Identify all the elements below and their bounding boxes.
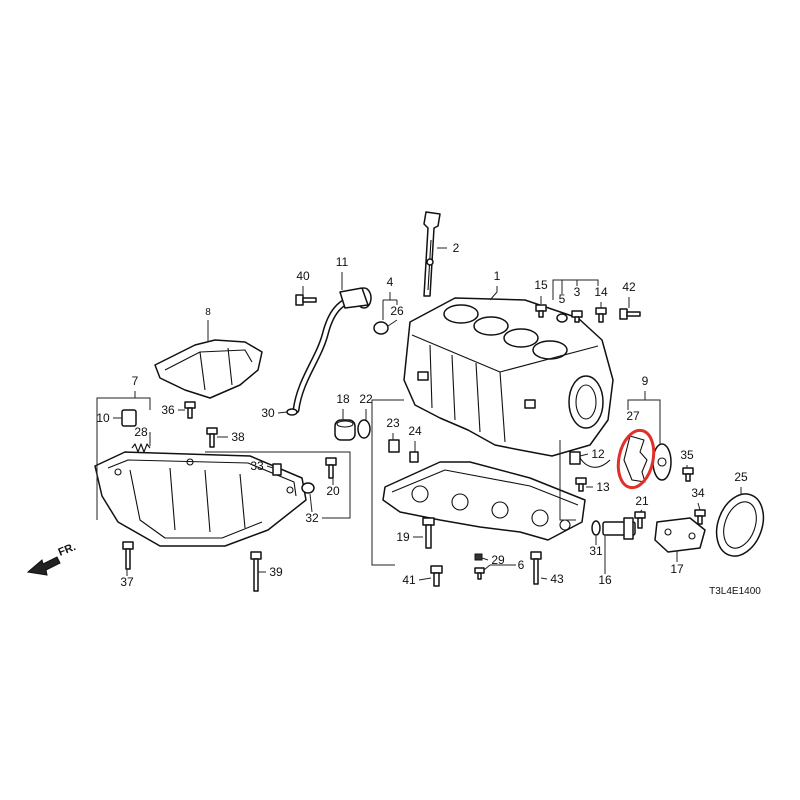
callout-13: 13: [596, 480, 610, 494]
oil-pan: [94, 451, 307, 547]
callout-39: 39: [269, 565, 283, 579]
callout-12: 12: [591, 447, 605, 461]
callout-42: 42: [622, 280, 636, 294]
bolt-37: [122, 541, 134, 570]
callout-18: 18: [336, 392, 350, 406]
bolt-15: [535, 304, 547, 318]
gasket-27: [623, 435, 648, 483]
callout-10: 10: [96, 411, 110, 425]
callout-40: 40: [296, 269, 310, 283]
bolt-19: [422, 517, 435, 549]
dipstick: [423, 211, 441, 297]
bolt-13: [575, 477, 587, 492]
diagram-code: T3L4E1400: [709, 586, 761, 597]
bolt-42: [619, 308, 641, 320]
callout-9: 9: [642, 374, 649, 388]
callout-7: 7: [132, 374, 139, 388]
callout-11: 11: [336, 255, 349, 269]
callout-labels: 1 2 3 4 5 6 7 8 9 10 11 12 13 14 15 16 1…: [96, 241, 748, 589]
bolt-36: [184, 401, 196, 419]
callout-20: 20: [326, 484, 340, 498]
callout-3: 3: [574, 285, 581, 299]
dowel-24: [409, 451, 419, 463]
plug-29: [474, 553, 483, 561]
o-ring-31: [591, 520, 601, 536]
oil-seal-25: [715, 493, 765, 557]
bolt-20: [325, 457, 337, 479]
front-direction-indicator: FR.: [26, 541, 78, 576]
callout-33: 33: [250, 459, 264, 473]
callout-31: 31: [589, 544, 603, 558]
o-ring-30: [286, 408, 298, 416]
callout-30: 30: [261, 406, 275, 420]
plug-33: [272, 463, 282, 476]
front-label: FR.: [57, 541, 78, 559]
callout-5: 5: [559, 292, 566, 306]
callout-15: 15: [534, 278, 548, 292]
callout-34: 34: [691, 486, 705, 500]
callout-8: 8: [205, 307, 211, 318]
callout-26: 26: [390, 304, 404, 318]
callout-43: 43: [550, 572, 564, 586]
callout-2: 2: [453, 241, 460, 255]
callout-22: 22: [359, 392, 373, 406]
plug-18: [334, 419, 356, 441]
callout-32: 32: [305, 511, 319, 525]
washer-5: [556, 313, 568, 323]
bracket-17: [654, 517, 706, 553]
callout-38: 38: [231, 430, 245, 444]
bolt-35: [682, 467, 694, 482]
washer-32: [301, 482, 315, 494]
callout-14: 14: [594, 285, 608, 299]
oil-strainer: [292, 287, 372, 414]
callout-16: 16: [598, 573, 612, 587]
seal-26: [373, 321, 389, 335]
callout-27: 27: [626, 409, 640, 423]
sensor-16: [602, 517, 636, 540]
callout-4: 4: [387, 275, 394, 289]
baffle-plate: [154, 339, 263, 399]
bolt-34: [694, 509, 706, 525]
spring-28: [131, 443, 151, 453]
callout-24: 24: [408, 424, 422, 438]
callout-37: 37: [120, 575, 134, 589]
callout-35: 35: [680, 448, 694, 462]
knock-sensor-12: [569, 451, 611, 468]
bolt-6: [474, 567, 485, 580]
bolt-38: [206, 427, 218, 448]
bolt-39: [250, 551, 262, 592]
callout-23: 23: [386, 416, 400, 430]
callout-6: 6: [518, 558, 525, 572]
leader-lines: [96, 247, 742, 581]
bolt-3: [571, 310, 583, 323]
callout-36: 36: [161, 403, 175, 417]
callout-17: 17: [670, 562, 684, 576]
bolt-40: [295, 294, 317, 306]
bolt-41: [430, 565, 443, 587]
lower-block: [382, 461, 586, 541]
callout-28: 28: [134, 425, 148, 439]
callout-41: 41: [402, 573, 416, 587]
dowel-23: [388, 439, 400, 453]
callout-21: 21: [635, 494, 649, 508]
bolt-43: [530, 551, 542, 585]
jet-10: [121, 409, 137, 427]
cover-plate-9: [652, 443, 672, 481]
bolt-21: [634, 511, 646, 529]
callout-29: 29: [491, 553, 505, 567]
arrow-lower-left-icon: [26, 556, 61, 576]
callout-19: 19: [396, 530, 410, 544]
washer-22: [357, 419, 371, 439]
bolt-14: [595, 307, 607, 323]
highlight-ring: [616, 428, 656, 490]
callout-1: 1: [494, 269, 501, 283]
callout-25: 25: [734, 470, 748, 484]
cylinder-block: [403, 297, 614, 457]
